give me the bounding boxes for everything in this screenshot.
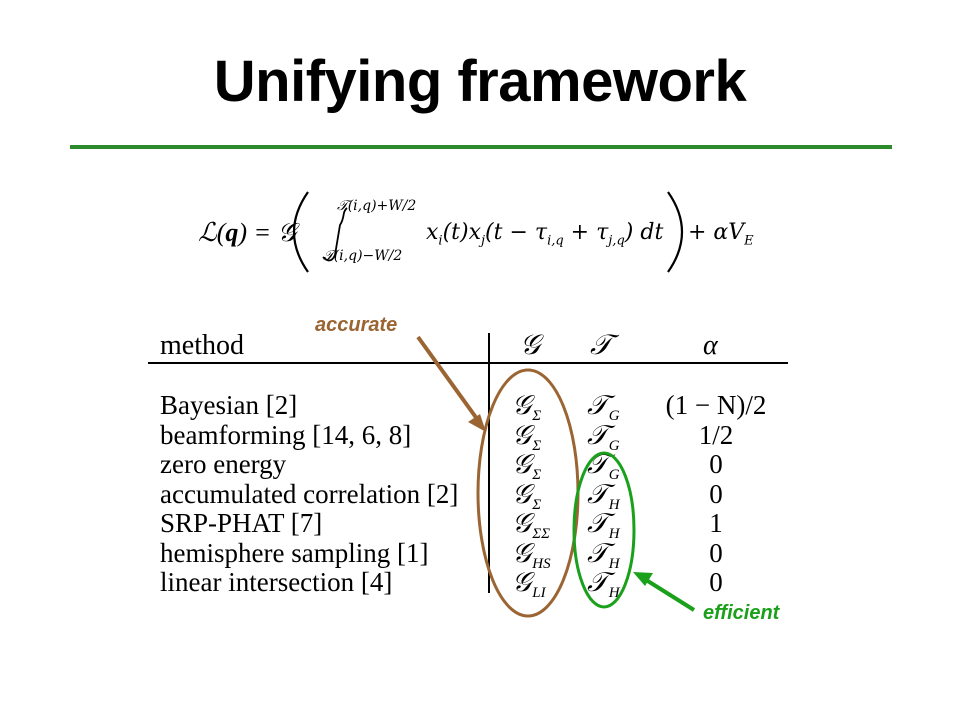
equation-tail: + αVE (688, 220, 754, 249)
table-row-method: linear intersection [4] (160, 567, 393, 597)
equation: ℒ(q) = 𝒢 𝒯(i,q)+W/2 𝒯(i,q)−W/2 xi(t)xj(t… (0, 0, 960, 300)
table-row-method: Bayesian [2] (160, 390, 298, 420)
efficient-arrow-line (641, 576, 696, 612)
accurate-label: accurate (315, 314, 398, 336)
table-row-method: accumulated correlation [2] (160, 478, 459, 509)
table-row-g: 𝒢Σ (512, 478, 542, 513)
table-row-alpha: 0 (709, 567, 723, 597)
header-g: 𝒢 (520, 330, 540, 361)
table-row-g: 𝒢LI (512, 567, 546, 601)
table-header-rule (148, 362, 788, 364)
accurate-arrow-head (468, 414, 486, 432)
table-row-alpha: 1 (709, 508, 723, 538)
equation-lhs: ℒ(q) = 𝒢 (198, 218, 297, 247)
table-row-alpha: (1 − N)/2 (665, 390, 767, 420)
table-row-method: hemisphere sampling [1] (160, 537, 429, 568)
header-alpha: α (703, 330, 718, 361)
table-row-alpha: 0 (709, 478, 723, 509)
table-row-t: 𝒯H (587, 537, 620, 572)
page-title: Unifying framework (213, 49, 747, 114)
header-t: 𝒯 (590, 330, 612, 361)
table-row-method: beamforming [14, 6, 8] (160, 419, 412, 450)
table-row-alpha: 0 (709, 449, 723, 479)
table-row-t: 𝒯G (587, 449, 620, 483)
integral-upper-limit: 𝒯(i,q)+W/2 (337, 198, 417, 214)
table-row-t: 𝒯H (587, 508, 620, 542)
table-row-alpha: 1/2 (698, 419, 734, 450)
table-row-method: zero energy (160, 449, 287, 479)
table-row-t: 𝒯H (587, 478, 620, 513)
table-row-alpha: 0 (709, 537, 723, 568)
efficient-ellipse (572, 451, 636, 609)
table-row-t: 𝒯G (587, 419, 620, 454)
table-column-divider (488, 333, 490, 593)
table-row-g: 𝒢Σ (512, 419, 542, 454)
equation-parentheses (292, 191, 684, 273)
accurate-ellipse (476, 368, 580, 618)
table-row-g: 𝒢ΣΣ (512, 508, 551, 542)
table-row-g: 𝒢Σ (512, 390, 542, 424)
table-row-g: 𝒢Σ (512, 449, 542, 483)
table-row-method: SRP-PHAT [7] (160, 508, 323, 538)
table-row-t: 𝒯G (587, 390, 620, 424)
title-underline (70, 145, 892, 149)
equation-integrand: xi(t)xj(t − τi,q + τj,q) dt (426, 220, 664, 249)
efficient-arrow-head (633, 572, 653, 586)
integral-lower-limit: 𝒯(i,q)−W/2 (323, 248, 403, 264)
accurate-arrow-line (416, 335, 482, 425)
table-row-t: 𝒯H (587, 567, 620, 601)
header-method: method (160, 330, 244, 361)
efficient-label: efficient (703, 602, 780, 624)
table-row-g: 𝒢HS (512, 537, 551, 572)
